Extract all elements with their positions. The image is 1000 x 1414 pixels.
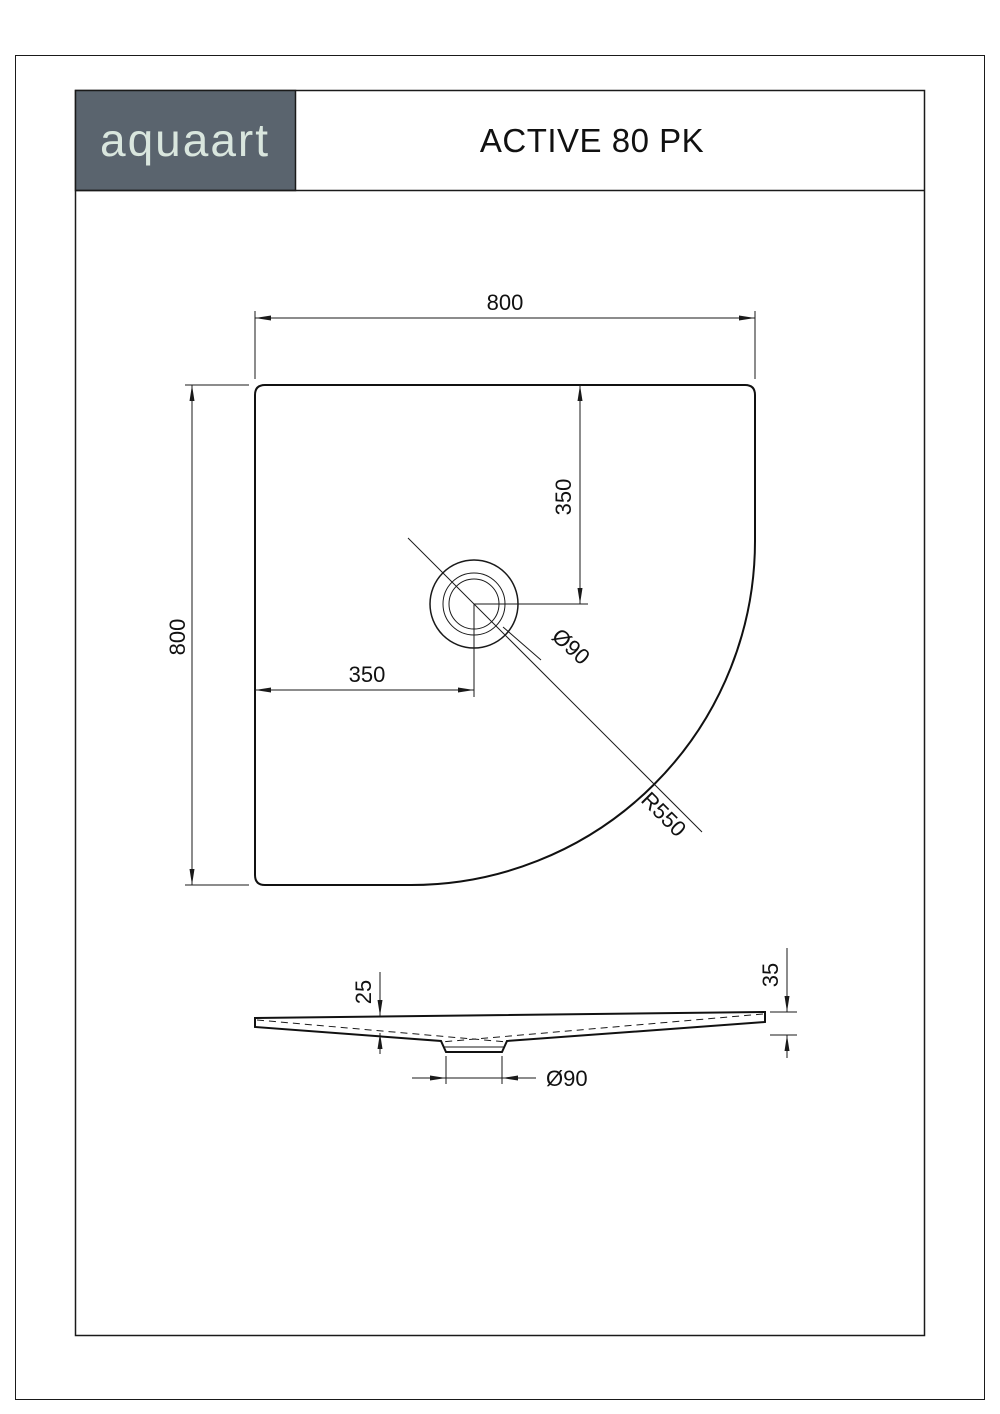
dim-total-height-label: 35 <box>758 963 783 987</box>
dim-drain-left-label: 350 <box>349 662 386 687</box>
drain-dia-leader <box>502 626 542 661</box>
dim-section-drain-label: Ø90 <box>546 1066 588 1091</box>
drawing-frame <box>74 89 926 1337</box>
slope-line-left <box>256 1019 508 1043</box>
dim-width-label: 800 <box>487 290 524 315</box>
dim-height-800: 800 <box>165 384 249 886</box>
dim-edge-height-label: 25 <box>351 980 376 1004</box>
dim-drain-from-left: 350 <box>255 604 475 697</box>
dim-width-800: 800 <box>254 290 756 379</box>
dim-drain-diameter-plan: Ø90 <box>547 623 595 669</box>
dim-total-height-35: 35 <box>758 948 797 1058</box>
tray-outline <box>254 384 756 886</box>
outer-page-border <box>15 55 985 1400</box>
logo-box <box>74 89 297 192</box>
logo-text: aquaart <box>100 114 270 166</box>
dim-height-label: 800 <box>165 619 190 656</box>
dim-section-drain: Ø90 <box>412 1056 588 1091</box>
dim-edge-height-25: 25 <box>351 972 383 1054</box>
drawing-title: ACTIVE 80 PK <box>480 122 704 159</box>
section-profile <box>254 1010 766 1053</box>
title-block: aquaart ACTIVE 80 PK <box>74 89 925 192</box>
plan-view: R550 Ø90 800 800 <box>165 290 756 886</box>
dim-drain-from-top: 350 <box>474 385 588 605</box>
dim-drain-top-label: 350 <box>551 479 576 516</box>
radius-line <box>407 537 703 833</box>
section-view: 25 35 Ø90 <box>254 948 797 1091</box>
dim-corner-radius: R550 <box>636 787 691 842</box>
slope-line-right <box>440 1013 764 1043</box>
